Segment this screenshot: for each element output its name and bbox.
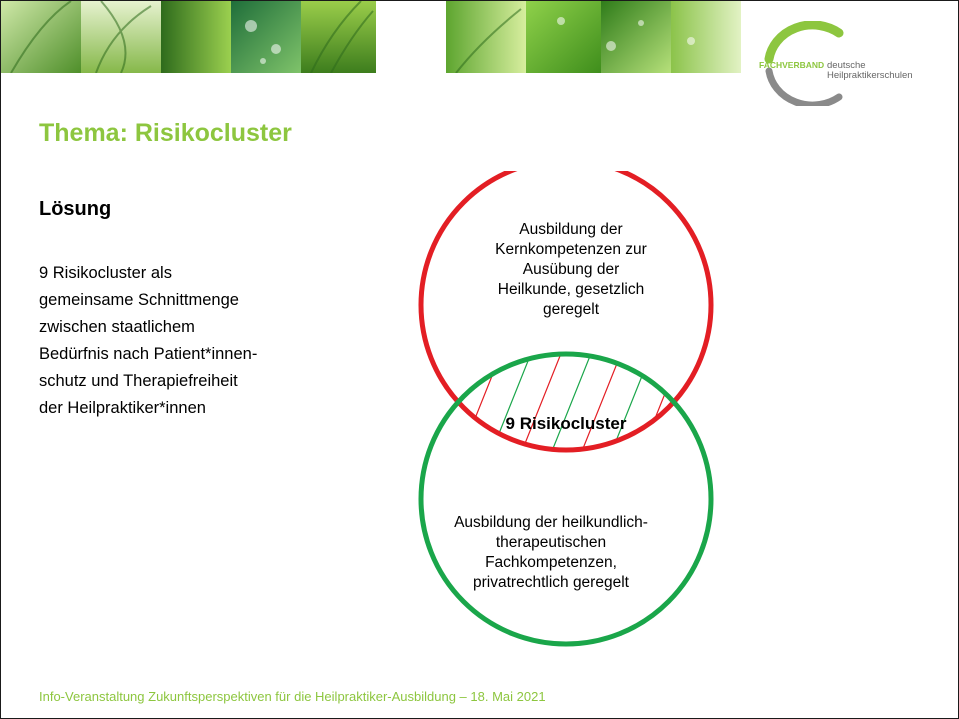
logo-arc-top [764, 20, 844, 64]
body-line: Bedürfnis nach Patient*innen- [39, 345, 258, 363]
label-line: privatrechtlich geregelt [473, 574, 629, 591]
body-line: 9 Risikocluster als [39, 264, 172, 282]
venn-diagram: Ausbildung der Kernkompetenzen zur Ausüb… [396, 171, 736, 651]
footer-text: Info-Veranstaltung Zukunftsperspektiven … [39, 689, 546, 704]
nature-photo-strip [1, 1, 741, 73]
red-circle-label: Ausbildung der Kernkompetenzen zur Ausüb… [456, 220, 686, 320]
fachverband-logo: FACHVERBAND deutsche Heilpraktikerschule… [751, 20, 958, 109]
body-line: der Heilpraktiker*innen [39, 399, 206, 417]
overlap-label: 9 Risikocluster [505, 414, 627, 433]
label-line: therapeutischen [495, 534, 607, 551]
label-line: Ausbildung der heilkundlich- [454, 514, 648, 531]
body-line: schutz und Therapiefreiheit [39, 372, 238, 390]
body-line: zwischen staatlichem [39, 318, 195, 336]
label-line: Kernkompetenzen zur [495, 241, 647, 258]
label-line: geregelt [542, 301, 599, 318]
logo-line2: Heilpraktikerschulen [827, 70, 913, 81]
red-circle [418, 171, 714, 453]
label-line: Fachkompetenzen, [485, 554, 617, 571]
logo-brand: FACHVERBAND [759, 60, 824, 70]
green-circle [418, 351, 714, 647]
body-line: gemeinsame Schnittmenge [39, 291, 239, 309]
label-line: Ausübung der [522, 261, 620, 278]
green-circle-label: Ausbildung der heilkundlich- therapeutis… [426, 513, 676, 593]
label-line: Heilkunde, gesetzlich [497, 281, 645, 298]
page-title: Thema: Risikocluster [39, 119, 292, 147]
subheading: Lösung [39, 198, 112, 220]
logo-line1: deutsche [827, 60, 866, 71]
body-text: 9 Risikocluster als gemeinsame Schnittme… [39, 260, 339, 422]
label-line: Ausbildung der [519, 221, 623, 238]
logo-arc-bottom [765, 67, 843, 109]
